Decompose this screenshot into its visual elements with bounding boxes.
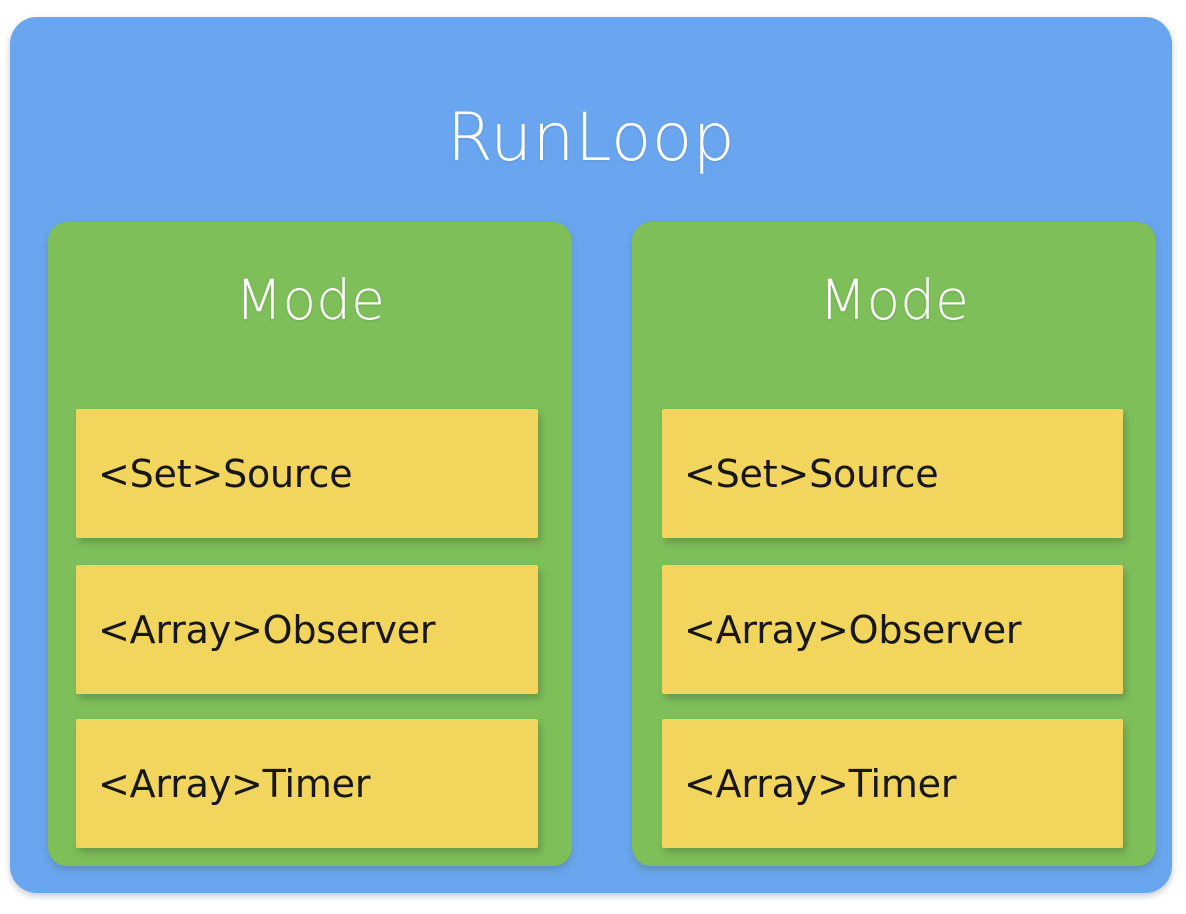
runloop-container: RunLoop Mode <Set>Source <Array>Observer… [10, 17, 1172, 893]
mode-2-item-timer-label: <Array>Timer [684, 761, 957, 806]
mode-1-item-observer-label: <Array>Observer [98, 607, 436, 652]
mode-2-item-source-label: <Set>Source [684, 451, 939, 496]
runloop-title: RunLoop [446, 99, 736, 176]
mode-2-item-observer-label: <Array>Observer [684, 607, 1022, 652]
mode-1-item-observer: <Array>Observer [76, 565, 538, 694]
mode-title-1: Mode [235, 268, 385, 332]
mode-card-1: Mode <Set>Source <Array>Observer <Array>… [48, 222, 572, 866]
mode-1-item-source: <Set>Source [76, 409, 538, 538]
mode-2-item-source: <Set>Source [662, 409, 1123, 538]
mode-2-item-observer: <Array>Observer [662, 565, 1123, 694]
mode-1-item-timer-label: <Array>Timer [98, 761, 371, 806]
mode-title-2: Mode [819, 268, 969, 332]
mode-1-item-timer: <Array>Timer [76, 719, 538, 848]
modes-row: Mode <Set>Source <Array>Observer <Array>… [48, 222, 1172, 871]
mode-2-item-timer: <Array>Timer [662, 719, 1123, 848]
mode-card-2: Mode <Set>Source <Array>Observer <Array>… [632, 222, 1156, 866]
mode-1-item-source-label: <Set>Source [98, 451, 353, 496]
